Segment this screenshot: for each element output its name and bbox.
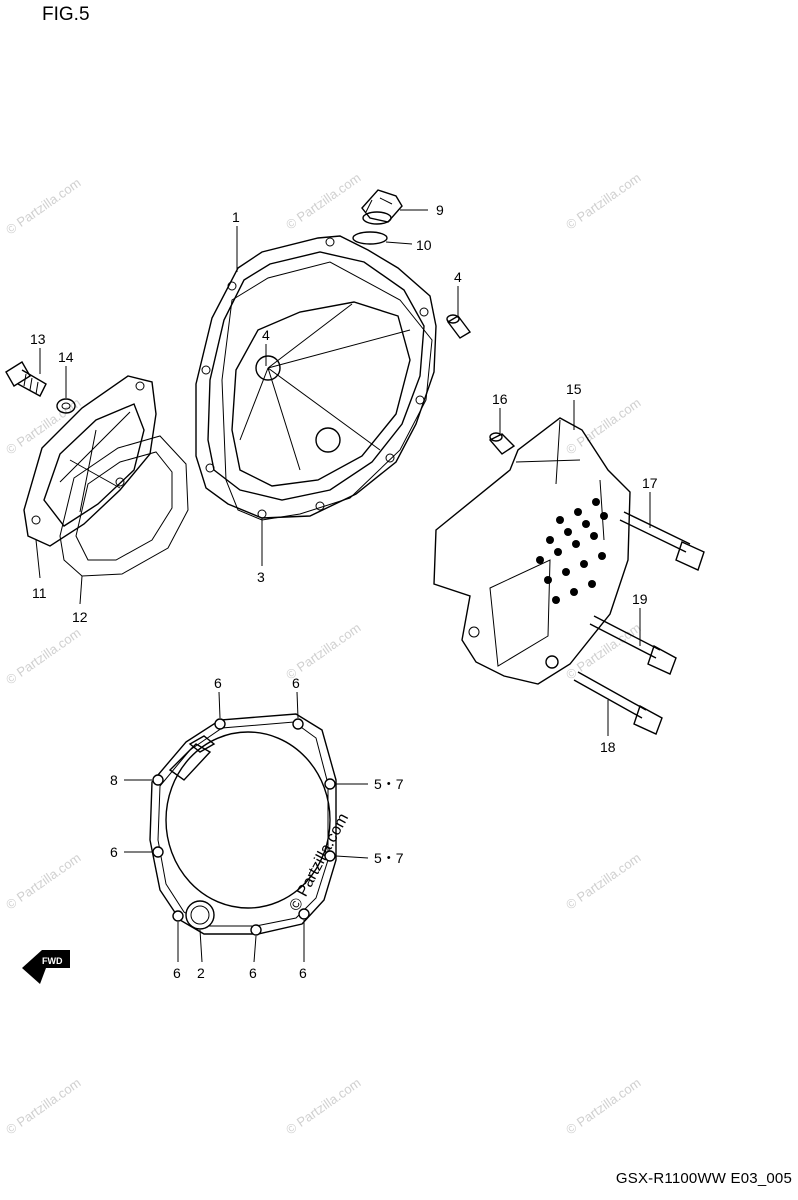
callout-10: 10 bbox=[416, 237, 432, 253]
watermark: © Partzilla.com bbox=[563, 170, 643, 233]
callout-3: 3 bbox=[257, 569, 265, 585]
clutch-cover-outer bbox=[149, 713, 337, 936]
watermark: © Partzilla.com bbox=[3, 850, 83, 913]
callout-14: 14 bbox=[58, 349, 74, 365]
callout-6: 6 bbox=[214, 675, 222, 691]
callout-2: 2 bbox=[197, 965, 205, 981]
figure-code: GSX-R1100WW E03_005 bbox=[615, 1170, 792, 1187]
watermark: © Partzilla.com bbox=[563, 620, 643, 683]
watermark: © Partzilla.com bbox=[3, 395, 83, 458]
watermark: © Partzilla.com bbox=[3, 625, 83, 688]
watermark: © Partzilla.com bbox=[563, 1075, 643, 1138]
callout-5-7: 5・7 bbox=[374, 776, 404, 792]
callout-4: 4 bbox=[262, 327, 270, 343]
fwd-label: FWD bbox=[42, 956, 63, 966]
part-18-bolt bbox=[573, 671, 663, 735]
callout-8: 8 bbox=[110, 772, 118, 788]
watermark: © Partzilla.com bbox=[563, 850, 643, 913]
part-4-dowel-pin bbox=[446, 314, 472, 339]
part-3-gasket bbox=[221, 261, 433, 521]
callout-11: 11 bbox=[32, 585, 47, 601]
part-9-oil-filler-cap bbox=[361, 189, 403, 225]
part-11-cover bbox=[23, 375, 157, 547]
leader-lines bbox=[35, 209, 651, 963]
part-1-clutch-cover bbox=[195, 235, 437, 519]
callout-18: 18 bbox=[600, 739, 616, 755]
callouts: 1 9 10 4 4 13 14 3 11 12 15 16 17 19 18 … bbox=[30, 202, 658, 981]
watermark: © Partzilla.com bbox=[283, 620, 363, 683]
callout-13: 13 bbox=[30, 331, 46, 347]
callout-17: 17 bbox=[642, 475, 658, 491]
part-10-o-ring bbox=[352, 231, 388, 245]
part-17-bolt bbox=[619, 511, 705, 571]
callout-9: 9 bbox=[436, 202, 444, 218]
watermark: © Partzilla.com bbox=[283, 1075, 363, 1138]
callout-6: 6 bbox=[173, 965, 181, 981]
part-14-washer bbox=[56, 398, 76, 414]
callout-6: 6 bbox=[249, 965, 257, 981]
part-16-dowel-pin bbox=[488, 432, 516, 455]
callout-16: 16 bbox=[492, 391, 508, 407]
watermark: © Partzilla.com bbox=[3, 175, 83, 238]
callout-15: 15 bbox=[566, 381, 582, 397]
forward-arrow-icon: FWD bbox=[22, 950, 70, 984]
callout-6: 6 bbox=[110, 844, 118, 860]
watermarks: © Partzilla.com © Partzilla.com © Partzi… bbox=[3, 170, 643, 1138]
callout-6: 6 bbox=[292, 675, 300, 691]
callout-12: 12 bbox=[72, 609, 88, 625]
callout-5-7: 5・7 bbox=[374, 850, 404, 866]
callout-6: 6 bbox=[299, 965, 307, 981]
part-12-gasket bbox=[59, 435, 189, 577]
watermark: © Partzilla.com bbox=[283, 170, 363, 233]
watermark: © Partzilla.com bbox=[3, 1075, 83, 1138]
part-19-bolt bbox=[589, 615, 677, 675]
part-13-bolt bbox=[5, 361, 47, 397]
callout-1: 1 bbox=[232, 209, 240, 225]
callout-19: 19 bbox=[632, 591, 648, 607]
figure-title: FIG.5 bbox=[42, 4, 90, 25]
callout-4: 4 bbox=[454, 269, 462, 285]
part-15-crankcase bbox=[433, 417, 631, 685]
